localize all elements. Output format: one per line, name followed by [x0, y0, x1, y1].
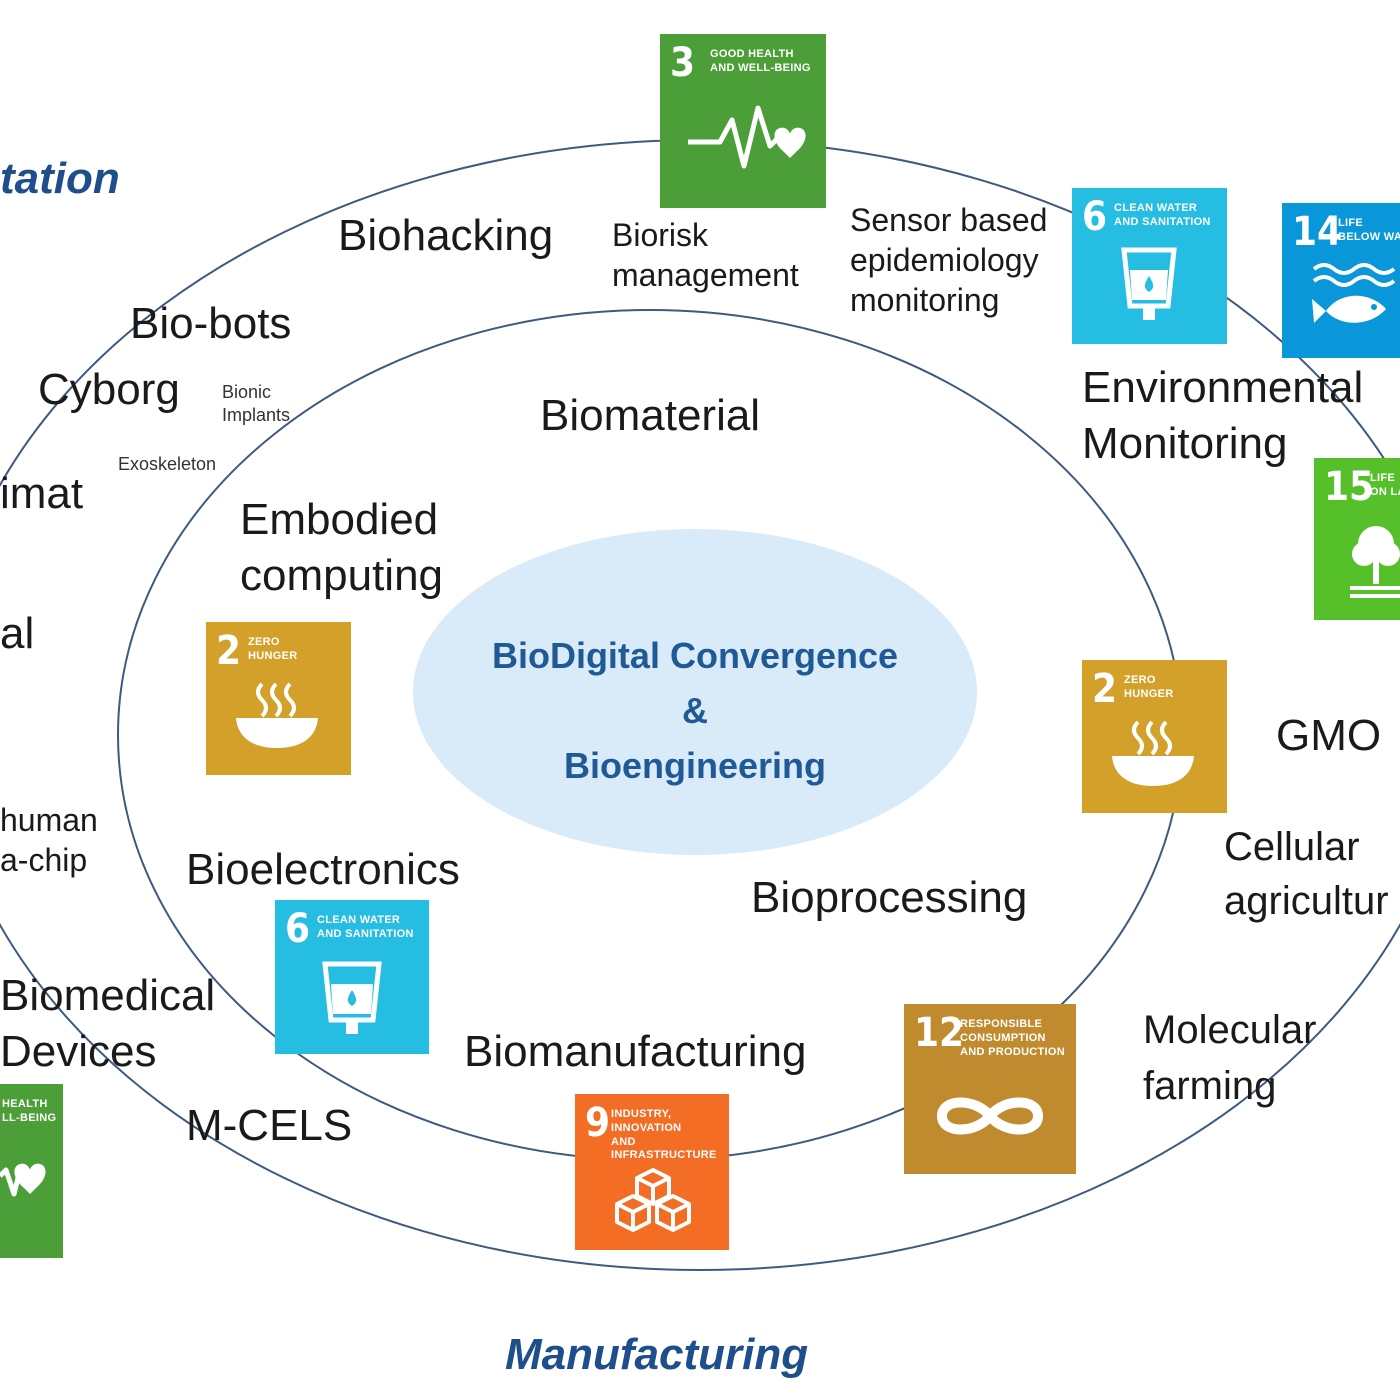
label-exoskeleton: Exoskeleton	[118, 454, 217, 474]
sdg-tile-good-health-bottom: HEALTH LL-BEING	[0, 1084, 63, 1258]
label-bio-bots: Bio-bots	[130, 299, 292, 348]
sdg-number: 2	[1092, 666, 1118, 712]
sdg-tile-zero-hunger-left: 2 ZERO HUNGER	[206, 622, 351, 775]
sdg-tile-good-health-top: 3 GOOD HEALTH AND WELL-BEING	[660, 34, 826, 208]
sdg-number: 6	[1082, 194, 1108, 240]
water-glass-icon	[322, 961, 382, 1034]
center-line-2: &	[682, 690, 708, 731]
label-molecular-farming: Molecular farming	[1143, 1008, 1317, 1108]
label-m-cels: M-CELS	[186, 1101, 353, 1150]
sdg-tile-life-on-land: 15 LIFE ON LAND	[1314, 458, 1400, 620]
sdg-number: 9	[585, 1100, 611, 1146]
sdg-number: 6	[285, 906, 311, 952]
sdg-number: 2	[216, 628, 242, 674]
label-human-on-a-chip: human a-chip	[0, 802, 98, 878]
sdg-tile-life-below-water: 14 LIFE BELOW WATER	[1282, 203, 1400, 358]
label-environmental-monitoring: Environmental Monitoring	[1082, 363, 1364, 468]
sdg-tile-clean-water-mid: 6 CLEAN WATER AND SANITATION	[275, 900, 429, 1054]
center-title: BioDigital Convergence & Bioengineering	[430, 628, 960, 793]
label-biohacking: Biohacking	[338, 211, 554, 260]
water-glass-icon	[1121, 247, 1177, 320]
label-biomaterial: Biomaterial	[540, 391, 761, 440]
sdg-number: 12	[914, 1010, 965, 1056]
tree-icon	[1350, 526, 1400, 598]
label-bioelectronics: Bioelectronics	[186, 845, 460, 894]
label-bioprocessing: Bioprocessing	[751, 873, 1028, 922]
sdg-title: ZERO HUNGER	[248, 636, 298, 662]
sdg-tile-zero-hunger-right: 2 ZERO HUNGER	[1082, 660, 1227, 813]
heartbeat-icon	[688, 105, 806, 169]
label-embodied-computing: Embodied computing	[240, 495, 444, 600]
sdg-title: LIFE BELOW WATER	[1338, 217, 1400, 243]
label-cyborg: Cyborg	[38, 365, 180, 414]
label-bionic-implants: Bionic Implants	[222, 382, 291, 425]
sdg-tile-responsible-consumption: 12 RESPONSIBLE CONSUMPTION AND PRODUCTIO…	[904, 1004, 1076, 1174]
label-biomanufacturing: Biomanufacturing	[464, 1027, 807, 1076]
label-imat: imat	[0, 469, 84, 518]
infinity-icon	[936, 1097, 1044, 1135]
sdg-tile-industry-innovation: 9 INDUSTRY, INNOVATION AND INFRASTRUCTUR…	[575, 1094, 729, 1250]
category-label-bottom: Manufacturing	[505, 1330, 809, 1379]
bowl-icon	[236, 682, 318, 748]
fish-icon	[1312, 263, 1396, 323]
label-al: al	[0, 609, 35, 658]
center-line-3: Bioengineering	[563, 745, 827, 786]
sdg-tile-clean-water-top: 6 CLEAN WATER AND SANITATION	[1072, 188, 1227, 344]
center-line-1: BioDigital Convergence	[491, 635, 899, 676]
label-gmo: GMO	[1276, 711, 1382, 760]
sdg-title: LIFE ON LAND	[1370, 472, 1400, 498]
sdg-title: RESPONSIBLE CONSUMPTION AND PRODUCTION	[960, 1018, 1066, 1058]
center-hub	[413, 529, 977, 855]
sdg-number: 3	[670, 40, 696, 86]
cubes-icon	[615, 1168, 691, 1232]
heartbeat-icon	[0, 1163, 46, 1197]
label-sensor-epidemiology: Sensor based epidemiology monitoring	[850, 202, 1048, 318]
sdg-title: CLEAN WATER AND SANITATION	[317, 914, 414, 940]
bowl-icon	[1112, 720, 1194, 786]
sdg-number: 14	[1292, 209, 1343, 255]
sdg-title: GOOD HEALTH AND WELL-BEING	[710, 48, 811, 74]
sdg-title: HEALTH LL-BEING	[2, 1098, 57, 1124]
label-biorisk-management: Biorisk management	[612, 217, 799, 293]
sdg-title: CLEAN WATER AND SANITATION	[1114, 202, 1211, 228]
sdg-number: 15	[1324, 464, 1375, 510]
sdg-title: ZERO HUNGER	[1124, 674, 1174, 700]
sdg-title: INDUSTRY, INNOVATION AND INFRASTRUCTURE	[611, 1108, 717, 1162]
label-cellular-agriculture: Cellular agricultur	[1224, 825, 1389, 923]
category-label-top-left: tation	[0, 154, 120, 203]
label-biomedical-devices: Biomedical Devices	[0, 971, 216, 1076]
